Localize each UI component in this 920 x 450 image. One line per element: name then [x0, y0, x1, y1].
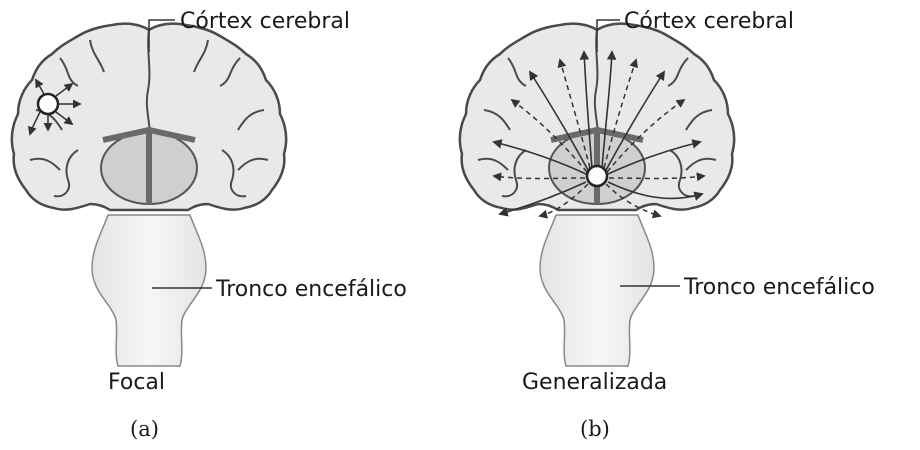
panel-a: Córtex cerebral Tronco encefálico Focal … — [12, 9, 407, 441]
panel-b: Córtex cerebral Tronco encefálico Genera… — [460, 9, 875, 441]
focal-source-icon — [38, 94, 58, 114]
cortex-label-b: Córtex cerebral — [624, 9, 794, 34]
type-label-a: Focal — [108, 370, 165, 395]
brainstem-b — [540, 215, 654, 366]
caption-a: (a) — [130, 417, 159, 441]
brainstem-label-b: Tronco encefálico — [683, 275, 875, 300]
brainstem-label-a: Tronco encefálico — [215, 277, 407, 302]
generalized-source-icon — [587, 166, 607, 186]
brainstem-a — [92, 215, 206, 366]
cortex-label-a: Córtex cerebral — [180, 9, 350, 34]
caption-b: (b) — [580, 417, 610, 441]
type-label-b: Generalizada — [522, 370, 667, 395]
